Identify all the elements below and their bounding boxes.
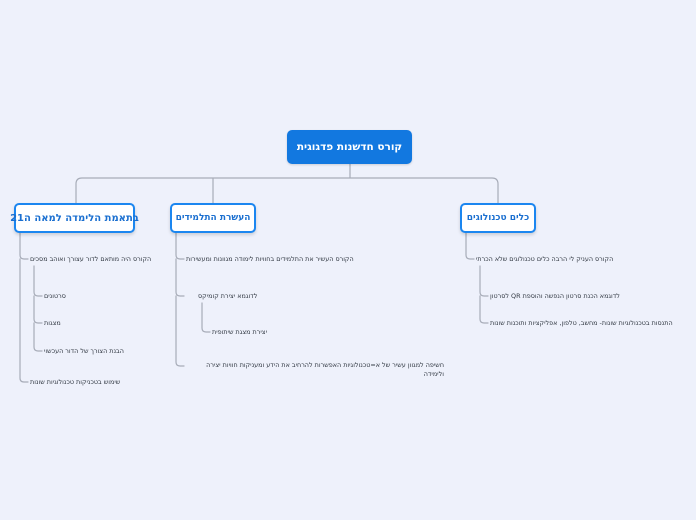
connector-branch3-sub: [479, 265, 489, 324]
subtopic-shared-presentation[interactable]: יצירת מצגת שיתופית: [212, 328, 268, 336]
central-topic[interactable]: קורס חדשנות פדגוגית: [287, 130, 412, 164]
subtopic-videos[interactable]: סרטונים: [44, 292, 66, 300]
subtopic-devices-apps[interactable]: התנסות בטכנולוגיות שונות- מחשב, טלפון, א…: [490, 319, 673, 327]
connector-branch-bar: [75, 173, 499, 204]
connector-branch1: [19, 229, 29, 383]
connector-branch2-sub: [201, 302, 211, 333]
subtopic-generation-needs[interactable]: הבנת הצורך של הדור העכשוי: [44, 347, 124, 355]
topic-21st-century-teaching[interactable]: בתאמת הלימדה למאה ה21: [10, 203, 139, 233]
subtopic-comic-creation[interactable]: לדוגמא יצירת קומיקס: [198, 292, 258, 300]
subtopic-various-technologies[interactable]: שימוש בטכניקות טכנולוגיות שונות: [30, 378, 121, 386]
subtopic-presentations[interactable]: מצגות: [44, 319, 61, 327]
subtopic-diverse-experiences[interactable]: הקורס העשיר את התלמידים בחוויות לימודה מ…: [186, 255, 354, 263]
subtopic-new-tools[interactable]: הקורס העניק לי הרבה כלים טכנולוגים שלא ה…: [476, 255, 614, 263]
connector-branch3: [465, 229, 475, 260]
subtopic-screens-generation[interactable]: הקורס היה מותאם לדור עצורך ואוהב מסכים: [30, 255, 152, 263]
connector-branch1-sub: [33, 265, 43, 352]
topic-technology-tools[interactable]: כלים טכנולוגים: [460, 203, 536, 233]
connector-branch2: [175, 229, 185, 367]
topic-student-enrichment[interactable]: העשרת התלמידים: [170, 203, 256, 233]
subtopic-animation-qr[interactable]: לדוגמא הכנת סרטון הנפשה והוספת QR לסרטון: [490, 292, 620, 300]
subtopic-technology-exposure[interactable]: חשיפה למגוון עשיר של א=טכנולוגיות האפשרו…: [206, 361, 444, 378]
